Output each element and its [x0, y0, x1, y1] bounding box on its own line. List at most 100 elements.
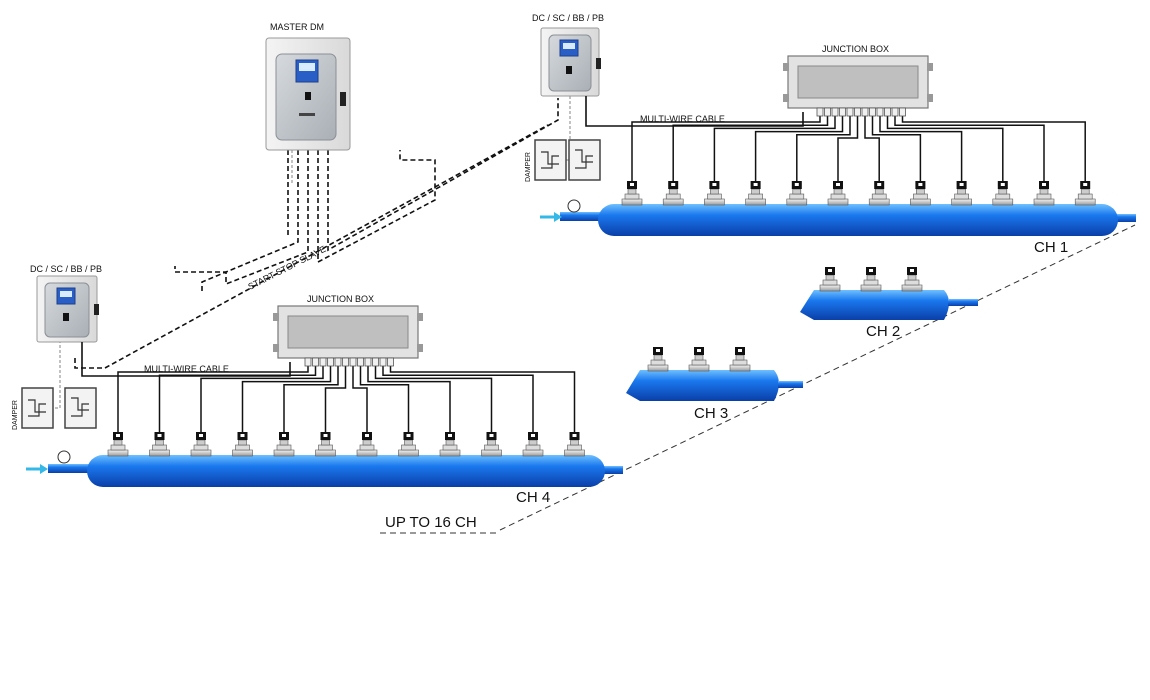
- solenoid-valve: [910, 181, 931, 206]
- cable-gland: [327, 357, 334, 367]
- master-dm-label: MASTER DM: [270, 22, 324, 32]
- valve-wire: [879, 114, 963, 181]
- cable-gland: [342, 357, 349, 367]
- solenoid-valve: [819, 267, 841, 292]
- valve-wire: [283, 364, 339, 432]
- junction-box-left: [273, 305, 423, 367]
- valve-wire: [894, 114, 1045, 181]
- multi-wire-cable-left: [81, 342, 291, 377]
- junction-box-top-label: JUNCTION BOX: [822, 44, 889, 54]
- ch3-label: CH 3: [694, 405, 728, 422]
- solenoid-valve: [190, 432, 212, 457]
- cable-gland: [861, 107, 869, 117]
- cable-gland: [816, 107, 824, 117]
- controller-left[interactable]: [36, 275, 99, 343]
- valve-wire: [324, 364, 347, 432]
- cable-gland: [387, 357, 394, 367]
- cable-gland: [372, 357, 379, 367]
- cable-gland: [839, 107, 846, 117]
- solenoid-valve: [901, 267, 923, 292]
- solenoid-valve: [704, 181, 725, 206]
- junction-box-left-label: JUNCTION BOX: [307, 294, 374, 304]
- valve-wire: [901, 114, 1086, 181]
- inlet-arrow: [540, 212, 562, 222]
- solenoid-valve: [951, 181, 972, 206]
- damper-top-label: DAMPER: [525, 152, 532, 182]
- cable-gland: [357, 357, 364, 367]
- valve-wire: [631, 114, 821, 181]
- pressure-gauge: [567, 199, 581, 213]
- solenoid-valve: [398, 432, 419, 457]
- solenoid-valve: [860, 267, 882, 292]
- ch1-label: CH 1: [1034, 239, 1068, 256]
- solenoid-valve: [868, 181, 890, 206]
- solenoid-valve: [786, 181, 808, 206]
- cable-gland: [364, 357, 372, 367]
- start-stop-slave-label: START STOP SLAVE: [246, 244, 327, 292]
- valve-wire: [374, 364, 493, 432]
- inlet-arrow: [26, 464, 48, 474]
- valve-wire: [200, 364, 324, 432]
- damper-left: [21, 387, 97, 429]
- solenoid-valve: [232, 432, 253, 457]
- valve-wire: [382, 364, 534, 432]
- wires-ch4: [117, 364, 576, 432]
- valve-wire: [117, 364, 309, 432]
- cable-gland: [334, 357, 342, 367]
- valve-wire: [241, 364, 332, 432]
- cable-gland: [319, 357, 327, 367]
- junction-box-top: [783, 55, 933, 117]
- cable-gland: [869, 107, 876, 117]
- solenoid-valve: [273, 432, 295, 457]
- master-dm-panel[interactable]: [265, 37, 351, 151]
- controller-left-label: DC / SC / BB / PB: [30, 264, 102, 274]
- wires-ch1: [631, 114, 1086, 181]
- solenoid-valve: [439, 432, 461, 457]
- solenoid-valve: [729, 347, 751, 372]
- cable-gland: [884, 107, 891, 117]
- solenoid-valve: [745, 181, 766, 206]
- cable-gland: [831, 107, 839, 117]
- solenoid-valve: [1033, 181, 1055, 206]
- dashed-links: [74, 98, 559, 369]
- cable-gland: [824, 107, 831, 117]
- controller-top-label: DC / SC / BB / PB: [532, 13, 604, 23]
- valve-wire: [837, 114, 859, 181]
- solenoid-valve: [827, 181, 849, 206]
- cable-gland: [854, 107, 861, 117]
- channel-1-manifold: [540, 181, 1136, 236]
- solenoid-valve: [107, 432, 129, 457]
- solenoid-valve: [522, 432, 544, 457]
- solenoid-valve: [647, 347, 669, 372]
- valve-wire: [886, 114, 1004, 181]
- cable-gland: [891, 107, 899, 117]
- valve-wire: [864, 114, 880, 181]
- controller-top[interactable]: [540, 27, 601, 97]
- valve-wire: [796, 114, 851, 181]
- solenoid-valve: [662, 181, 684, 206]
- channel-3-manifold: [626, 347, 803, 401]
- solenoid-valve: [315, 432, 336, 457]
- solenoid-valve: [564, 432, 585, 457]
- valve-wire: [158, 364, 317, 432]
- valve-wire: [359, 364, 410, 432]
- ch2-label: CH 2: [866, 323, 900, 340]
- cable-gland: [349, 357, 357, 367]
- solenoid-valve: [621, 181, 643, 206]
- cable-gland: [846, 107, 854, 117]
- damper-top: [534, 139, 601, 181]
- cable-gland: [304, 357, 312, 367]
- solenoid-valve: [356, 432, 378, 457]
- solenoid-valve: [149, 432, 170, 457]
- valve-wire: [367, 364, 451, 432]
- channel-2-manifold: [800, 267, 978, 320]
- solenoid-valve: [481, 432, 502, 457]
- pressure-gauge: [57, 450, 71, 464]
- valve-wire: [352, 364, 368, 432]
- solenoid-valve: [1074, 181, 1096, 206]
- multi-wire-cable-top: [585, 96, 804, 127]
- multi-wire-cable-left-label: MULTI-WIRE CABLE: [144, 364, 229, 374]
- damper-left-label: DAMPER: [12, 400, 19, 430]
- multi-wire-cable-top-label: MULTI-WIRE CABLE: [640, 114, 725, 124]
